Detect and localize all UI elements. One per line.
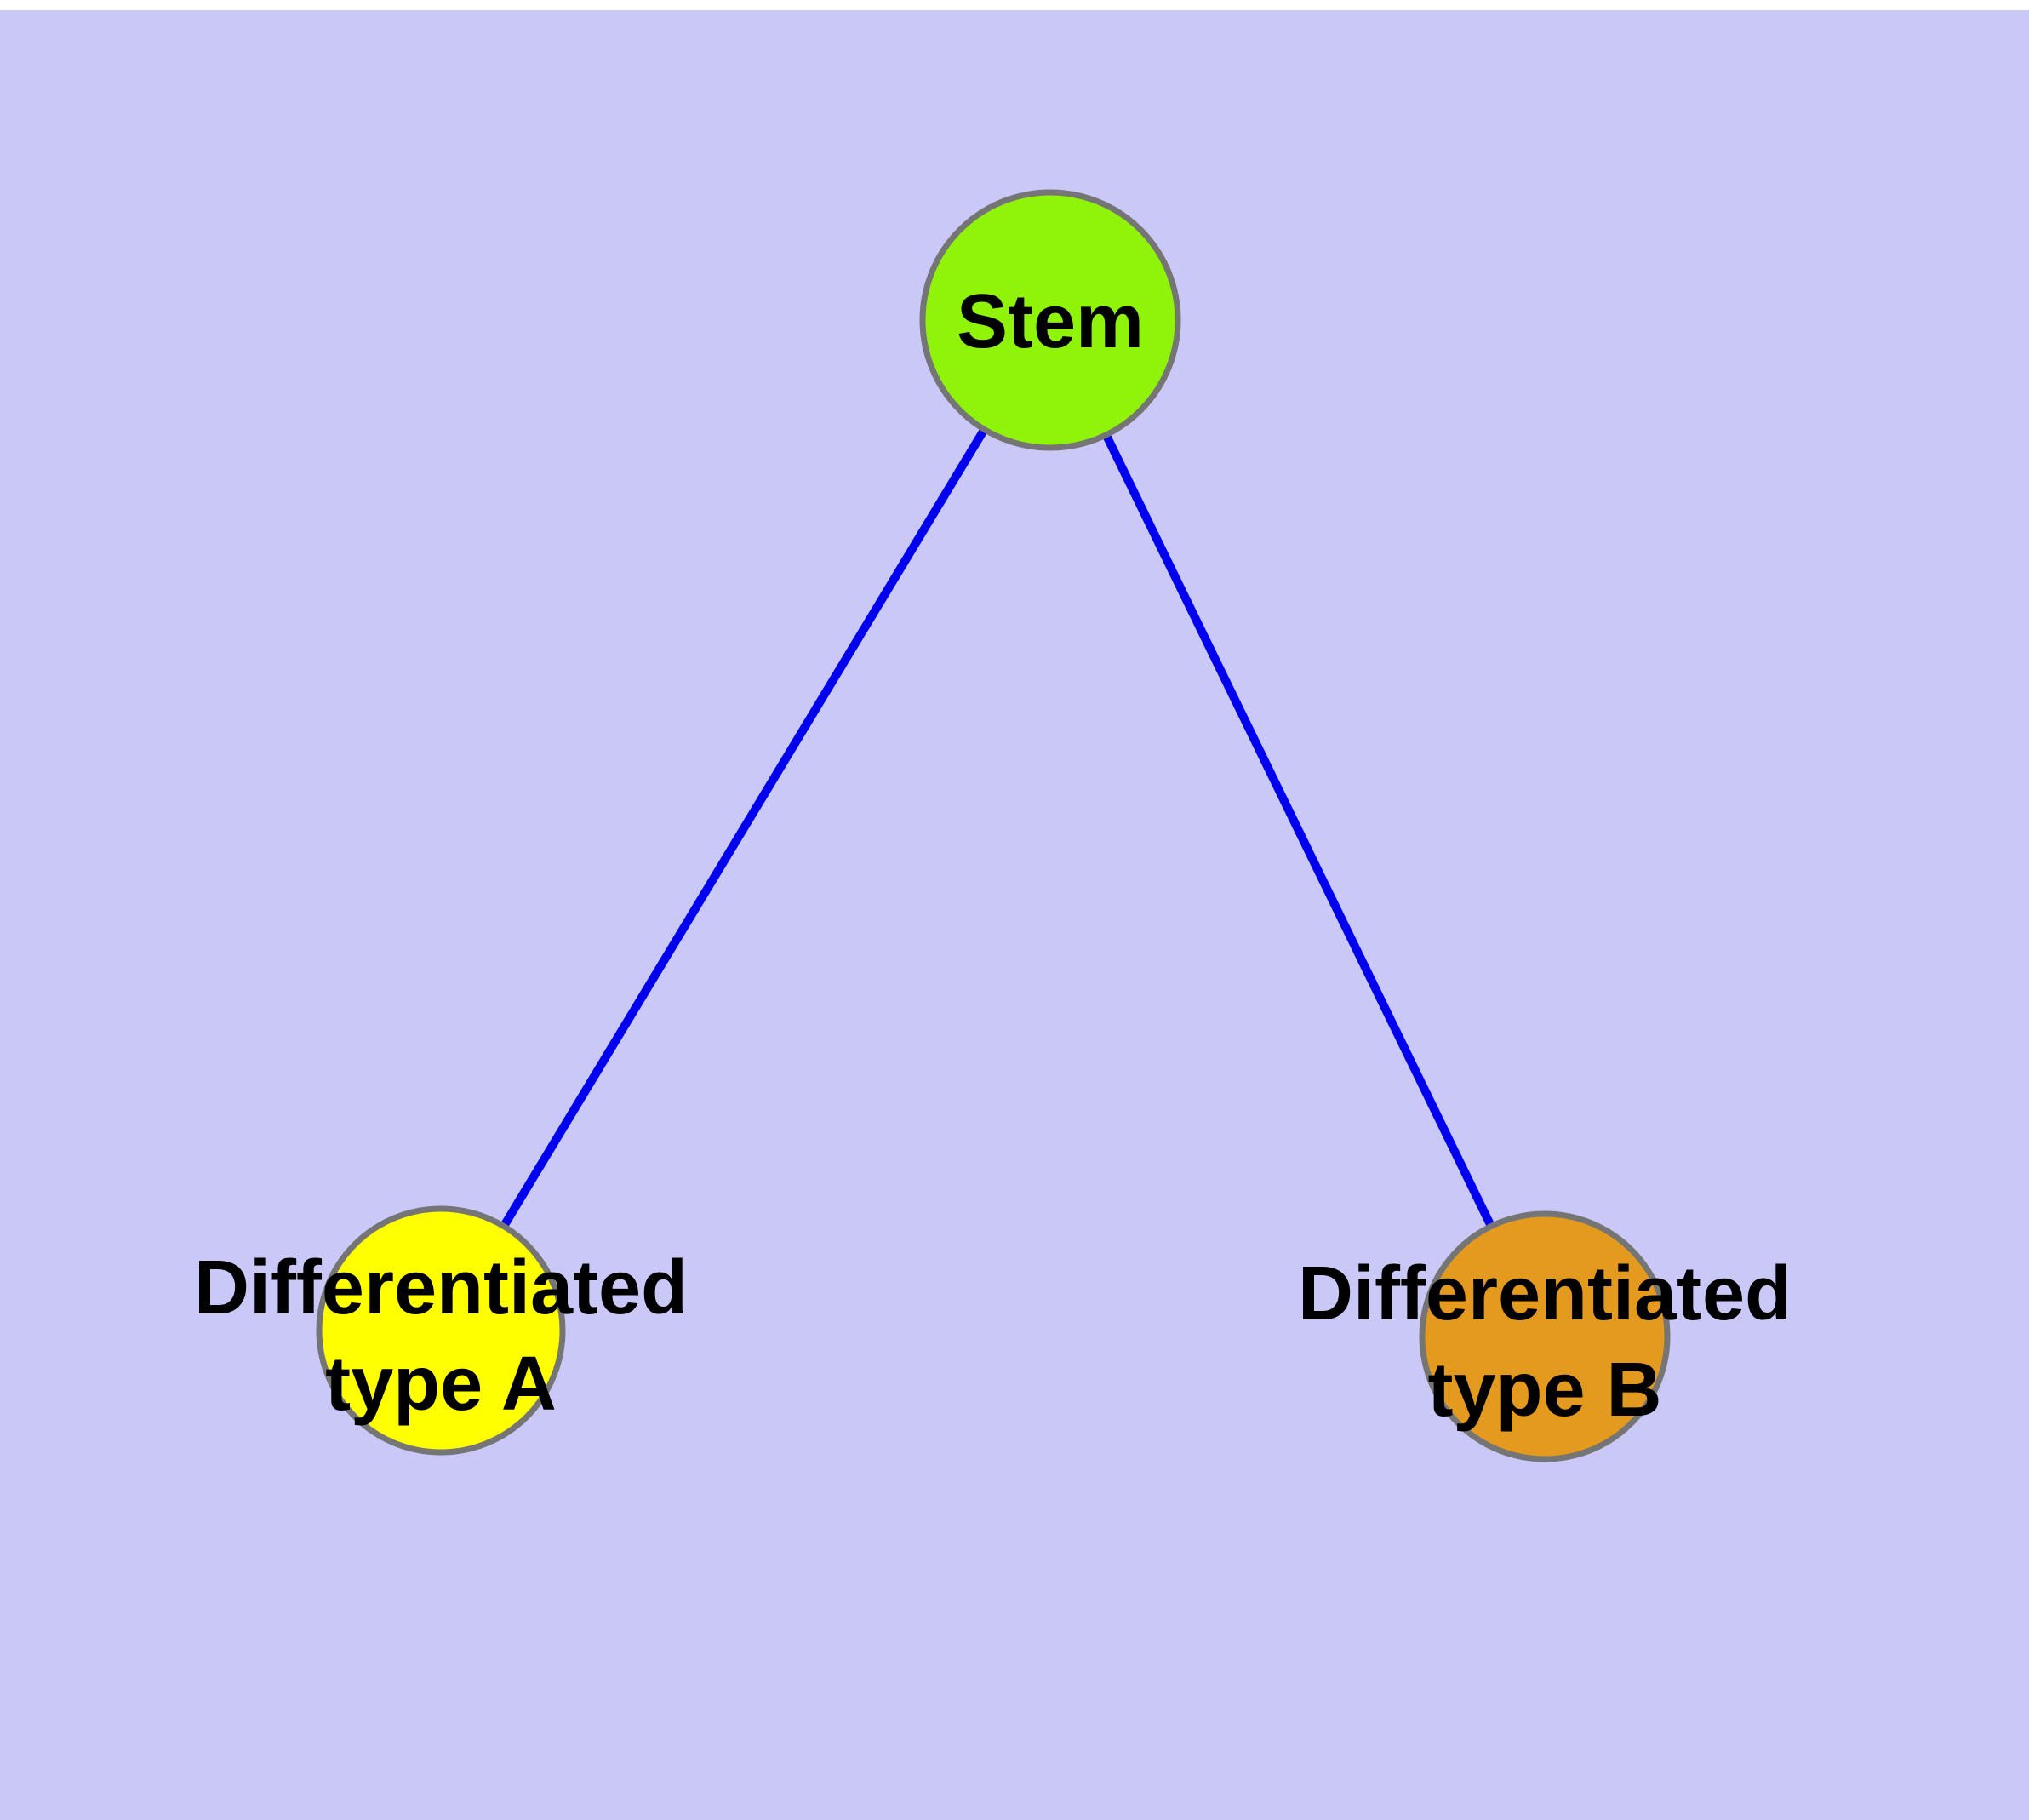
- node-type-b-label-line1: Differentiated: [1298, 1251, 1792, 1336]
- node-type-b-label-line2: type B: [1427, 1348, 1661, 1433]
- page-top-margin: [0, 0, 2029, 10]
- edge-stem-to-type-b: [1046, 318, 1549, 1339]
- edge-stem-to-type-a: [437, 318, 1055, 1333]
- node-differentiated-type-b: [1419, 1210, 1671, 1462]
- node-type-a-label-line1: Differentiated: [194, 1245, 688, 1331]
- node-differentiated-type-a: [316, 1205, 566, 1456]
- node-stem: [919, 189, 1181, 451]
- node-stem-label: Stem: [957, 279, 1144, 364]
- node-type-a-label-line2: type A: [325, 1342, 557, 1427]
